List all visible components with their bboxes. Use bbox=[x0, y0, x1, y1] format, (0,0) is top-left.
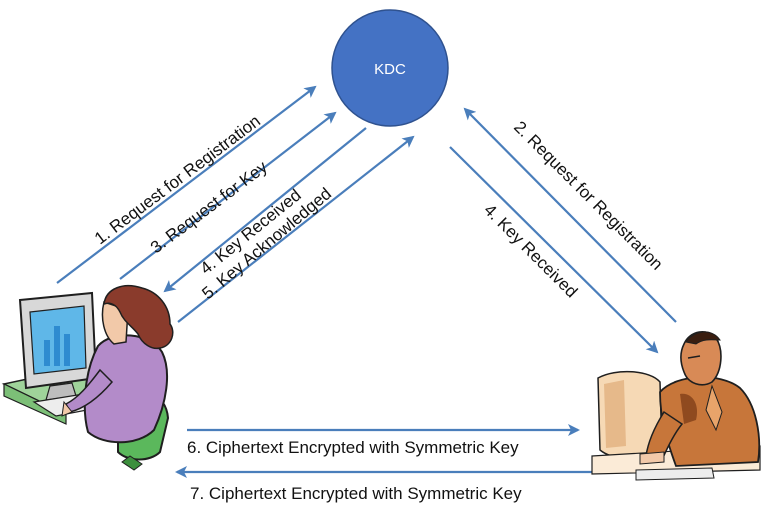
label-arrow-4-right: 4. Key Received bbox=[480, 200, 581, 301]
arrow-5-key-acknowledged bbox=[177, 135, 415, 323]
kdc-label: KDC bbox=[374, 61, 406, 78]
woman-at-computer-icon bbox=[1, 284, 174, 471]
arrow-4-key-received-right bbox=[449, 146, 659, 354]
arrow-2-request-registration bbox=[463, 107, 677, 323]
kdc-node: KDC bbox=[331, 9, 449, 127]
kdc-circle bbox=[331, 9, 449, 127]
label-arrow-6: 6. Ciphertext Encrypted with Symmetric K… bbox=[187, 438, 519, 457]
arrow-3-request-key bbox=[119, 111, 337, 280]
arrow-1-request-registration bbox=[56, 85, 317, 284]
man-at-computer-icon bbox=[591, 331, 761, 481]
arrow-4-key-received-left bbox=[163, 127, 367, 293]
label-arrow-7: 7. Ciphertext Encrypted with Symmetric K… bbox=[190, 484, 522, 503]
